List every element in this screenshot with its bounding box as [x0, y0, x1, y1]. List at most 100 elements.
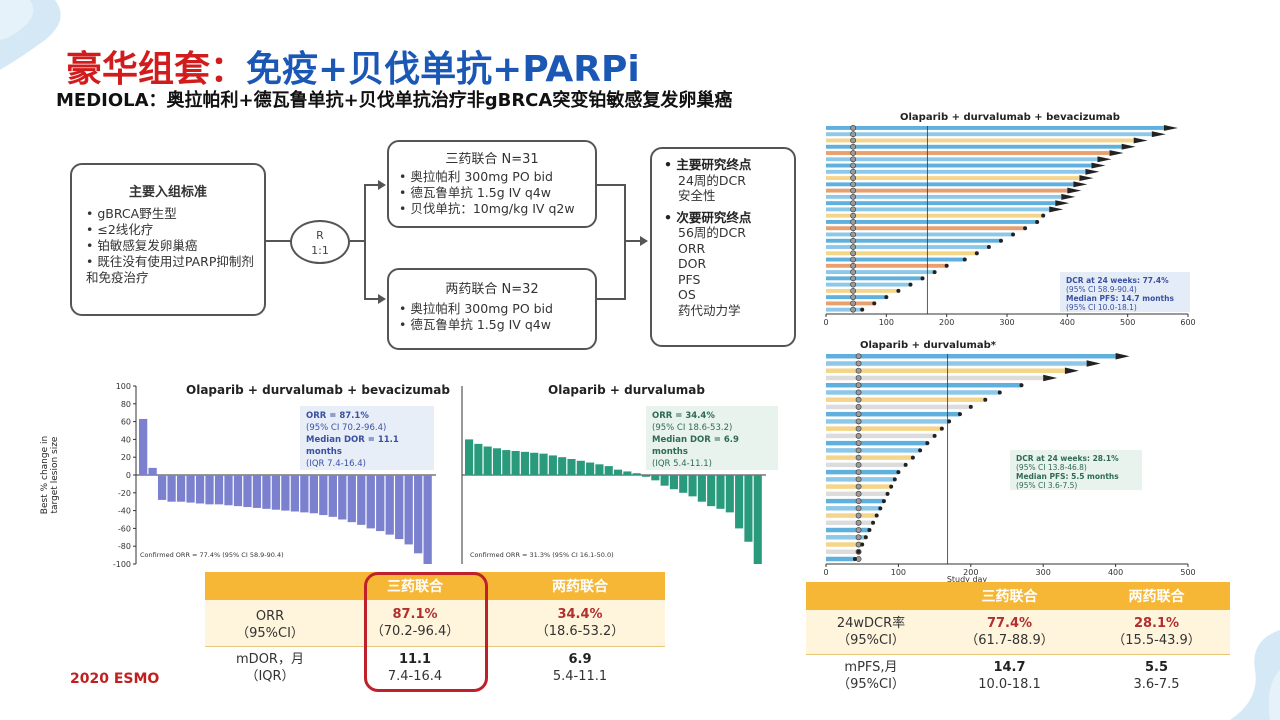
swimmer-bar: [826, 448, 921, 453]
stat-line: (IQR 5.4-11.1): [652, 459, 712, 469]
highlight-frame: [364, 572, 488, 692]
swimmer-endpoint: [920, 276, 925, 281]
waterfall-bar: [474, 443, 483, 475]
connector-line: [597, 184, 625, 186]
waterfall-bar: [309, 475, 318, 514]
waterfall-bar: [167, 475, 176, 502]
swimmer-bar: [826, 498, 884, 504]
swimmer-bar: [826, 542, 863, 547]
swimmer-marker: [855, 527, 862, 533]
waterfall-bar: [520, 451, 529, 475]
table-cell: mDOR，月（IQR）: [205, 645, 335, 690]
swimmer-marker: [850, 237, 857, 244]
connector-line: [364, 184, 380, 186]
swimmer-arrow: [1067, 187, 1082, 194]
double-arm-item: • 德瓦鲁单抗 1.5g IV q4w: [399, 317, 551, 332]
stat-line: (IQR 7.4-16.4): [306, 459, 366, 469]
swimmer-marker: [855, 404, 862, 410]
swimmer-marker: [850, 168, 857, 175]
swimmer-marker: [850, 125, 857, 131]
swimmer-bar: [826, 257, 965, 262]
waterfall-bar: [502, 450, 511, 475]
waterfall-bar: [252, 475, 262, 508]
waterfall-bar: [319, 475, 328, 516]
swimmer-arrow: [1163, 125, 1178, 131]
stat-line: Median PFS: 14.7 months: [1066, 294, 1174, 303]
waterfall-bar: [641, 475, 651, 477]
swimmer-marker: [855, 418, 862, 425]
swimmer-bar: [826, 169, 1086, 174]
swimmer-bar: [826, 144, 1122, 149]
swimmer-marker: [855, 519, 862, 526]
swimmer-marker: [850, 162, 857, 169]
swimmer-marker: [855, 382, 862, 389]
inclusion-item: • ≤2线化疗: [86, 222, 154, 237]
endpoint-item: 24周的DCR: [678, 172, 746, 188]
table-header-triple: 三药联合: [335, 572, 495, 600]
x-tick-label: 100: [879, 318, 894, 327]
y-tick-label: 80: [121, 400, 131, 409]
swimmer-bar: [826, 433, 935, 439]
y-tick-label: 0: [126, 471, 131, 480]
x-tick-label: 300: [999, 318, 1014, 327]
waterfall-bar: [347, 475, 356, 523]
endpoint-item: PFS: [678, 271, 701, 287]
swimmer-arrow: [1064, 367, 1079, 374]
swimmer-bar: [826, 251, 977, 256]
swimmer-arrow: [1079, 175, 1094, 182]
swimmer-endpoint: [932, 433, 937, 438]
swimmer-marker: [855, 476, 862, 483]
swimmer-bar: [826, 163, 1092, 168]
swimmer-bar: [826, 238, 1001, 243]
slide-title: 豪华组套：免疫+贝伐单抗+PARPi: [66, 49, 640, 90]
swimmer-marker: [850, 219, 857, 225]
swimmer-marker: [850, 131, 857, 138]
swimmer-bar: [826, 295, 887, 300]
waterfall-bar: [262, 475, 271, 509]
y-tick-label: -100: [113, 560, 131, 569]
waterfall-bar: [139, 418, 148, 475]
swim-top-stats: DCR at 24 weeks: 77.4% (95% CI 58.9-90.4…: [1060, 272, 1190, 312]
waterfall-bar: [753, 475, 762, 564]
waterfall-ylabel-line: Best % change in: [40, 435, 50, 515]
swimmer-endpoint: [881, 499, 886, 504]
swimmer-endpoint: [1023, 226, 1028, 231]
x-axis-label: Study day: [947, 575, 988, 582]
double-arm-item: • 奥拉帕利 300mg PO bid: [399, 301, 553, 316]
swimmer-arrow: [1085, 168, 1100, 175]
swimmer-arrow: [1049, 206, 1064, 213]
results-table-left: 三药联合 两药联合 ORR（95%CI） 87.1%（70.2-96.4） 34…: [205, 572, 665, 690]
waterfall-bar: [366, 475, 375, 529]
inclusion-item: • 既往没有使用过PARP抑制剂和免疫治疗: [86, 254, 254, 285]
swimmer-marker: [855, 411, 862, 418]
swimmer-bar: [826, 556, 855, 562]
swimmer-marker: [855, 360, 862, 367]
waterfall-bar: [595, 464, 604, 475]
swimmer-endpoint: [896, 470, 901, 475]
swimmer-endpoint: [856, 549, 861, 554]
swimmer-bar: [826, 535, 866, 540]
connector-line: [266, 240, 292, 242]
swimmer-bar: [826, 354, 1116, 359]
waterfall-bar: [735, 475, 744, 529]
table-cell: mPFS,月（95%CI）: [806, 653, 936, 698]
swimmer-bar: [826, 232, 1014, 237]
swimmer-arrow: [1091, 162, 1106, 169]
waterfall-right-title: Olaparib + durvalumab: [548, 383, 705, 397]
table-header-triple: 三药联合: [936, 582, 1083, 610]
waterfall-bar: [548, 455, 557, 475]
swimmer-endpoint: [932, 270, 937, 275]
y-tick-label: 60: [121, 418, 131, 427]
connector-line: [624, 240, 642, 242]
waterfall-bar: [195, 475, 205, 504]
swimmer-arrow: [1086, 360, 1101, 367]
swimmer-endpoint: [892, 477, 897, 482]
waterfall-bar: [271, 475, 281, 510]
x-tick-label: 400: [1108, 568, 1123, 577]
waterfall-bar: [688, 475, 697, 497]
swimmer-marker: [850, 269, 857, 275]
waterfall-bar: [205, 475, 214, 505]
waterfall-bar: [300, 475, 309, 513]
x-tick-label: 500: [1180, 568, 1195, 577]
